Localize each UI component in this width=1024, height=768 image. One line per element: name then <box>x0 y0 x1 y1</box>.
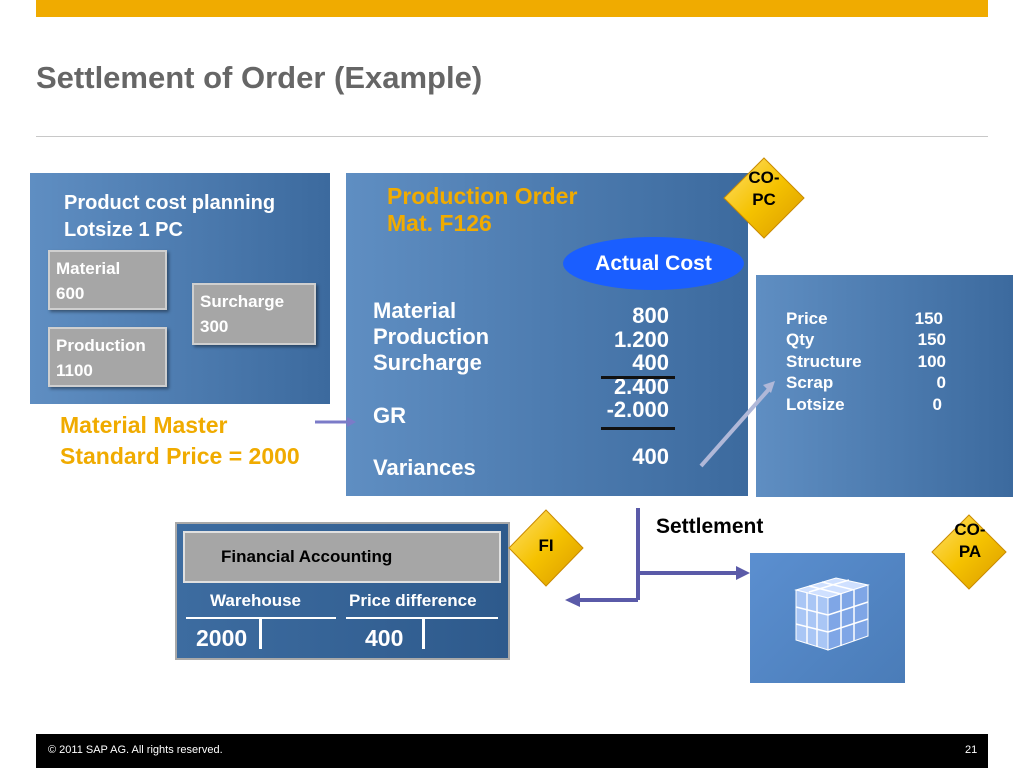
po-variances-value: 400 <box>632 444 669 469</box>
tc-lotsize-value: 0 <box>932 395 942 414</box>
po-variances-label: Variances <box>373 455 476 480</box>
gr-underline <box>601 427 675 430</box>
production-order-title: Production Order Mat. F126 <box>387 183 577 237</box>
material-master-line1: Material Master <box>60 412 228 438</box>
financial-accounting-header: Financial Accounting <box>183 531 501 583</box>
tc-qty-value: 150 <box>917 330 946 349</box>
arrow-to-production-order <box>315 417 356 427</box>
fa-price-difference-value: 400 <box>365 625 404 651</box>
fa-price-difference-vline <box>422 619 425 649</box>
settlement-arrows <box>565 508 750 607</box>
co-pc-diamond-icon <box>723 157 805 239</box>
co-pa-diamond-icon <box>931 514 1007 590</box>
tc-scrap-label: Scrap <box>786 373 834 392</box>
fa-warehouse-vline <box>259 619 262 649</box>
po-gr-value: -2.000 <box>606 397 669 422</box>
pcp-title-line2: Lotsize 1 PC <box>64 219 183 241</box>
production-order-title-line2: Mat. F126 <box>387 210 492 236</box>
co-pa-line2: PA <box>958 542 982 561</box>
tc-price-label: Price <box>786 309 828 328</box>
production-cost-label: Production <box>56 336 146 355</box>
co-pa-line1: CO- <box>954 520 986 539</box>
cube-icon <box>794 577 870 651</box>
po-row-material-value: 800 <box>632 303 669 328</box>
po-row-surcharge-value: 400 <box>632 350 669 375</box>
footer-bar <box>36 734 988 768</box>
fi-diamond-icon <box>508 509 584 587</box>
top-accent-bar <box>36 0 988 17</box>
po-row-production-label: Production <box>373 324 490 349</box>
po-row-production-value: 1.200 <box>613 327 669 352</box>
tc-structure-value: 100 <box>917 352 946 371</box>
fi-label: FI <box>538 536 554 555</box>
material-cost-value: 600 <box>56 284 85 303</box>
page-number: 21 <box>965 744 978 756</box>
settlement-label: Settlement <box>656 515 764 538</box>
title-divider <box>36 136 988 137</box>
fa-price-difference-label: Price difference <box>349 591 477 610</box>
tc-price-value: 150 <box>914 309 943 328</box>
actual-cost-badge: Actual Cost <box>563 237 744 290</box>
po-row-material-label: Material <box>373 298 457 323</box>
pcp-title-line1: Product cost planning <box>64 192 276 214</box>
tc-lotsize-label: Lotsize <box>786 395 845 414</box>
tc-qty-label: Qty <box>786 330 815 349</box>
co-pa-label: CO- PA <box>946 519 994 563</box>
fa-warehouse-line <box>186 617 336 619</box>
production-cost-value: 1100 <box>56 361 93 380</box>
material-master-line2: Standard Price = 2000 <box>60 443 300 469</box>
material-cost-box: Material 600 <box>48 250 167 310</box>
surcharge-cost-box: Surcharge 300 <box>192 283 316 345</box>
subtotal-underline <box>601 376 675 379</box>
arrow-to-target-cost <box>699 381 775 468</box>
fa-price-difference-line <box>346 617 498 619</box>
fa-warehouse-label: Warehouse <box>210 591 302 610</box>
fa-warehouse-value: 2000 <box>196 625 248 651</box>
co-pc-label: CO- PC <box>744 167 784 211</box>
surcharge-cost-value: 300 <box>200 317 229 336</box>
product-cost-planning-title: Product cost planning Lotsize 1 PC <box>64 190 275 244</box>
production-cost-box: Production 1100 <box>48 327 167 387</box>
po-gr-label: GR <box>373 403 406 428</box>
tc-structure-label: Structure <box>786 352 862 371</box>
production-order-panel <box>346 173 748 496</box>
copyright-text: © 2011 SAP AG. All rights reserved. <box>48 744 223 756</box>
page-title: Settlement of Order (Example) <box>36 60 483 95</box>
po-row-surcharge-label: Surcharge <box>373 350 482 375</box>
surcharge-cost-label: Surcharge <box>200 292 285 311</box>
material-cost-label: Material <box>56 259 121 278</box>
production-order-title-line1: Production Order <box>387 183 578 209</box>
co-pc-line1: CO- <box>748 168 780 187</box>
target-cost-panel <box>756 275 1013 497</box>
co-pc-line2: PC <box>752 190 776 209</box>
material-master-label: Material Master Standard Price = 2000 <box>60 410 300 472</box>
tc-scrap-value: 0 <box>936 373 946 392</box>
